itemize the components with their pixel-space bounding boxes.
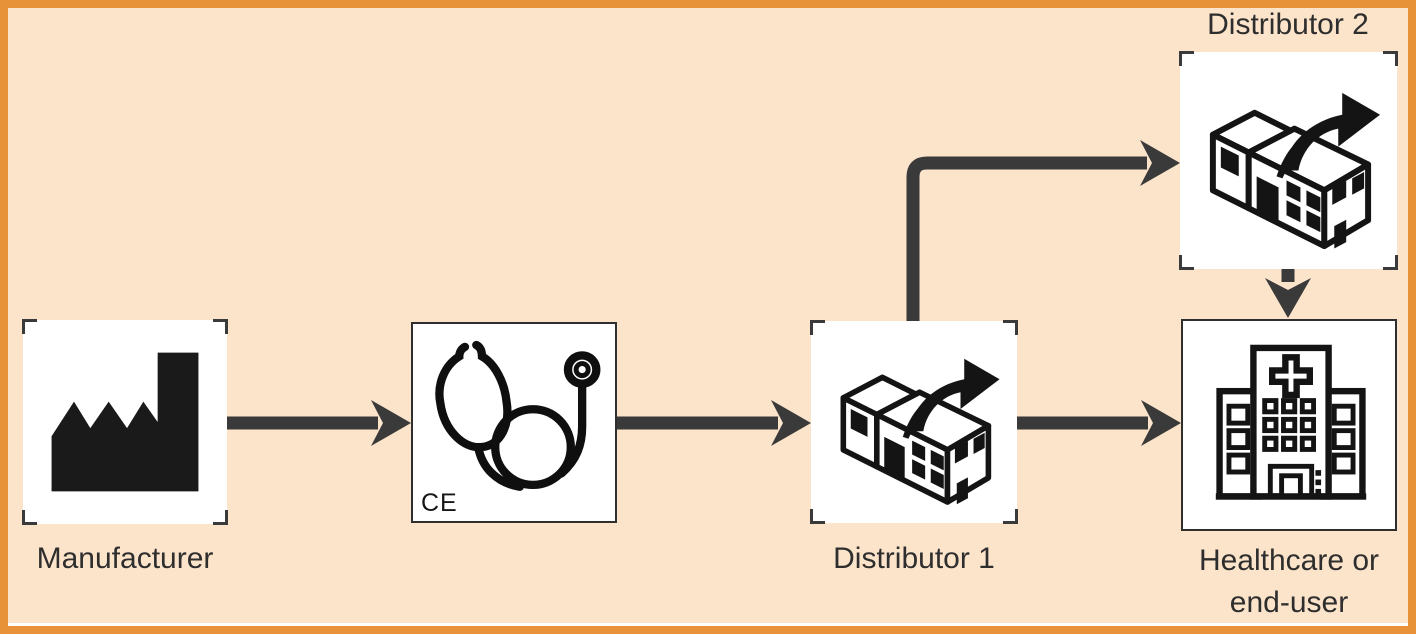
- connector-distributor1-distributor2[interactable]: [906, 140, 1180, 321]
- selection-bracket: [1383, 255, 1398, 270]
- selection-bracket: [1383, 51, 1398, 66]
- connector-device-distributor1[interactable]: [617, 400, 811, 446]
- node-manufacturer[interactable]: [22, 319, 228, 525]
- label-manufacturer: Manufacturer: [36, 542, 214, 575]
- node-medical-device[interactable]: CE: [411, 322, 617, 523]
- selection-bracket: [810, 320, 825, 335]
- warehouse-dispatch-icon: [840, 358, 1000, 505]
- connector-distributor1-healthcare[interactable]: [1017, 400, 1181, 446]
- node-distributor1[interactable]: [810, 320, 1018, 524]
- selection-bracket: [22, 319, 37, 334]
- stethoscope-icon: [435, 340, 601, 491]
- selection-bracket: [213, 319, 228, 334]
- factory-icon: [51, 352, 199, 492]
- connector-manufacturer-device[interactable]: [227, 400, 411, 446]
- selection-bracket: [22, 510, 37, 525]
- selection-bracket: [1179, 51, 1194, 66]
- label-healthcare-line2: end-user: [1229, 586, 1349, 619]
- label-distributor2: Distributor 2: [1207, 8, 1369, 41]
- hospital-icon: [1215, 344, 1367, 500]
- label-distributor1: Distributor 1: [833, 542, 995, 575]
- label-healthcare-line1: Healthcare or: [1198, 544, 1380, 577]
- node-healthcare[interactable]: [1181, 319, 1397, 531]
- selection-bracket: [213, 510, 228, 525]
- warehouse-dispatch-icon: [1209, 92, 1381, 250]
- bottom-white-strip: [8, 623, 1408, 626]
- connector-distributor2-healthcare[interactable]: [1265, 269, 1311, 318]
- selection-bracket: [1003, 509, 1018, 524]
- selection-bracket: [1003, 320, 1018, 335]
- label-healthcare: Healthcare or end-user: [1139, 540, 1416, 624]
- selection-bracket: [1179, 255, 1194, 270]
- ce-mark: CE: [421, 489, 458, 517]
- selection-bracket: [810, 509, 825, 524]
- diagram-background: [8, 8, 1408, 626]
- node-distributor2[interactable]: [1179, 51, 1398, 270]
